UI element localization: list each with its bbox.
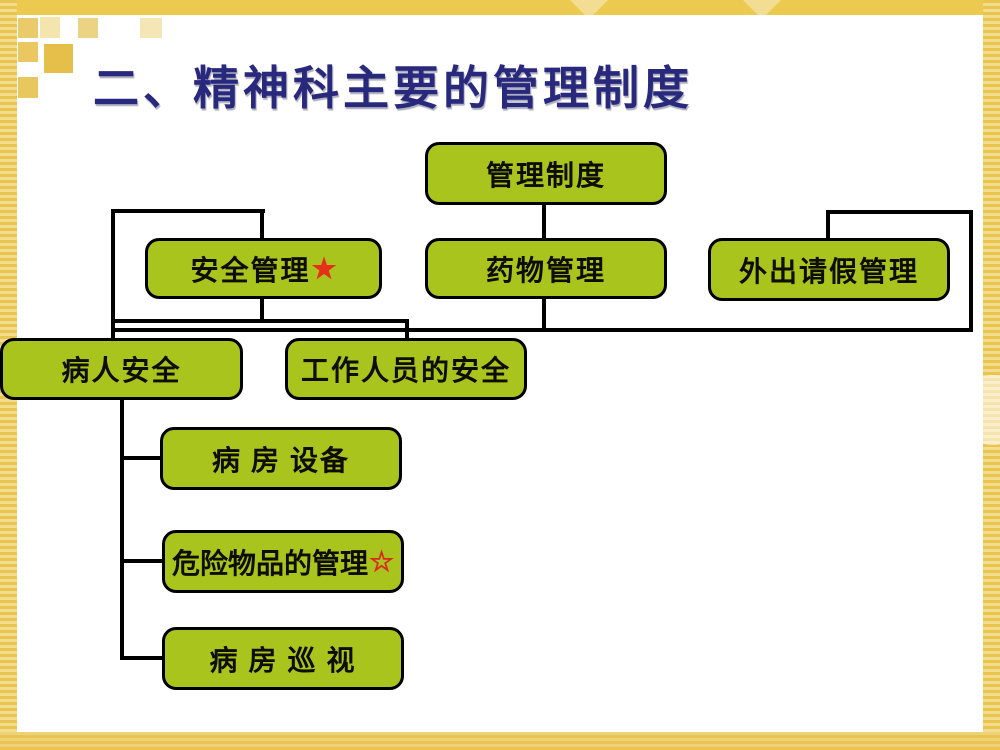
node-label: 工作人员的安全 — [300, 356, 511, 387]
node-label: 管理制度 — [485, 160, 606, 192]
solid-star-icon: ★ — [311, 253, 337, 285]
connector-patient-rail — [120, 400, 124, 660]
connector-drop-to-leave — [826, 210, 830, 240]
circle-accent — [958, 375, 1000, 445]
node-safety-management: 安全管理★ — [145, 238, 382, 299]
connector-right-rail — [969, 210, 973, 332]
node-management-system: 管理制度 — [425, 142, 667, 205]
mosaic-square — [44, 44, 73, 73]
connector-left-bracket-top — [111, 209, 265, 213]
mosaic-square — [40, 17, 60, 38]
node-label: 药物管理 — [485, 255, 606, 287]
connector-right-bracket-top — [826, 210, 973, 214]
node-ward-inspection: 病 房 巡 视 — [162, 627, 404, 690]
node-leave-management: 外出请假管理 — [708, 238, 950, 301]
node-staff-safety: 工作人员的安全 — [285, 338, 527, 400]
node-patient-safety: 病人安全 — [0, 338, 243, 400]
connector-stub-dangerous — [120, 559, 164, 563]
connector-band-top — [111, 319, 409, 323]
node-label: 安全管理 — [190, 255, 311, 287]
slide-title: 二、精神科主要的管理制度 — [93, 63, 693, 114]
mosaic-square — [140, 18, 162, 38]
node-label: 危险物品的管理 — [171, 548, 368, 580]
mosaic-square — [18, 42, 38, 62]
node-label: 病人安全 — [61, 356, 182, 387]
node-label: 外出请假管理 — [738, 256, 919, 288]
connector-left-rail — [111, 209, 115, 340]
node-dangerous-items: 危险物品的管理☆ — [162, 530, 404, 593]
diamond-accent — [564, 0, 614, 15]
bottom-gold-band — [0, 732, 1000, 750]
connector-drop-to-staff — [405, 319, 409, 340]
node-ward-equipment: 病 房 设备 — [160, 427, 402, 490]
connector-root-to-drug — [542, 205, 546, 241]
connector-drop-to-safety — [260, 209, 264, 240]
top-gold-band — [0, 0, 1000, 15]
connector-drug-down — [542, 299, 546, 332]
diamond-accent — [737, 0, 787, 15]
outline-star-icon: ☆ — [368, 546, 395, 578]
node-label: 病 房 巡 视 — [209, 645, 357, 677]
node-label: 病 房 设备 — [211, 445, 350, 477]
mosaic-square — [78, 18, 98, 38]
connector-stub-equipment — [120, 456, 162, 460]
node-drug-management: 药物管理 — [425, 238, 667, 299]
mosaic-square — [18, 77, 38, 98]
mosaic-square — [18, 18, 38, 38]
connector-safety-down — [260, 299, 264, 323]
connector-stub-inspection — [120, 656, 164, 660]
